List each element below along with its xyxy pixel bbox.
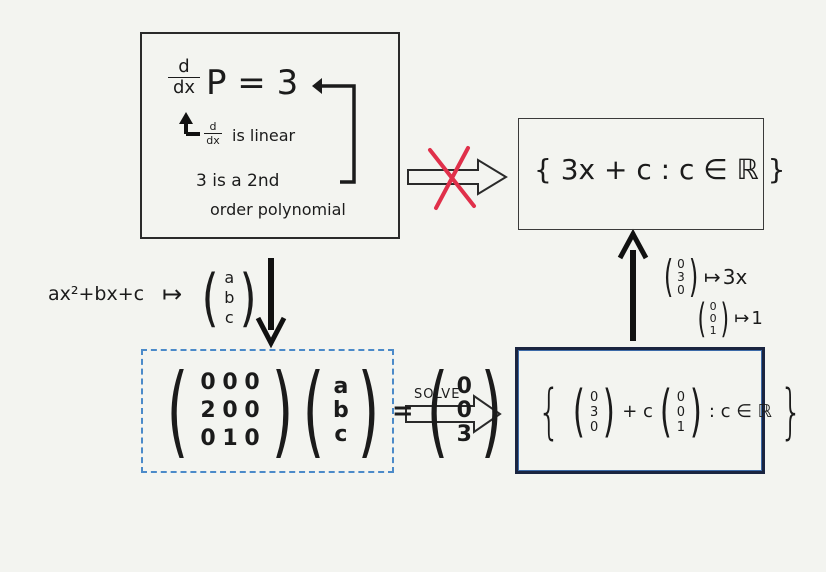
paren-open: ( [201,261,219,334]
equation-rest: P = 3 [206,63,299,103]
matrix-cell: 0 [244,426,260,451]
homogeneous-entry: 1 [676,419,686,435]
note-polynomial-line1: 3 is a 2nd [196,171,280,191]
vector-solution-box [515,347,765,474]
matrix-paren-open: ( [166,352,189,469]
linear-note-arrow-head [179,112,193,124]
plus-c: + c [622,401,653,422]
bracket-arrow [322,84,356,184]
map1-result: 3x [722,265,748,289]
hollow-arrow-crossed [407,158,508,196]
particular-vector: 0 3 0 [590,390,598,435]
map2-result: 1 [751,308,763,329]
particular-entry: 3 [590,404,599,420]
matrix-cell: 0 [222,398,238,423]
note-fraction-bar [204,133,222,134]
unknown-b: b [333,398,349,423]
fraction-bar [168,77,200,78]
maps-to-symbol-left: ↦ [162,280,183,308]
map1-paren-close: ) [688,251,699,302]
set-condition: : c ∈ ℝ [708,401,772,422]
equals-sign: = [391,396,414,426]
coefficient-c: c [224,308,234,327]
map1-entry: 3 [677,269,685,284]
map1-entry: 0 [677,256,685,271]
unknowns-paren-open: ( [302,352,325,469]
map1-vector: 0 3 0 [677,256,685,297]
homogeneous-entry: 0 [676,404,686,420]
matrix-cell: 0 [244,370,260,395]
differentiation-matrix: 0 0 0 2 0 0 0 1 0 [197,372,263,450]
map2-entry: 1 [709,324,717,337]
bracket-arrow-head [312,78,322,94]
matrix-cell: 1 [222,426,238,451]
coefficient-vector-left: ( a b c ) [198,263,261,333]
note-linear: is linear [232,126,296,145]
note-operator-num: d [209,120,217,133]
unknowns-paren-close: ) [357,352,380,469]
rhs-entry: 0 [456,398,472,423]
matrix-cell: 0 [244,398,260,423]
map2-entry: 0 [709,312,717,325]
coefficient-a: a [224,268,235,287]
map2-arrow: ↦ [734,308,750,329]
note-operator-den: dx [206,134,220,147]
matrix-cell: 0 [222,370,238,395]
solve-label: SOLVE [414,387,461,402]
note-operator-fraction: d dx [204,121,222,146]
v2-paren-open: ( [659,379,672,444]
mapping-right-1: ( 0 3 0 ) ↦ 3x [660,252,747,302]
note-polynomial-line2: order polynomial [210,200,346,219]
unknowns-vector: a b c [333,376,349,446]
solution-set-expression: { 3x + c : c ∈ ℝ } [534,153,786,186]
map2-paren-close: ) [720,296,729,342]
homogeneous-vector: 0 0 1 [677,390,685,435]
red-cross [428,146,476,210]
map1-paren-open: ( [663,251,674,302]
rhs-paren-close: ) [480,352,503,469]
coefficient-b: b [224,288,235,307]
unknown-a: a [333,374,349,399]
equation-numerator: d [178,56,190,77]
matrix-cell: 2 [200,398,216,423]
problem-box [140,32,400,239]
v2-paren-close: ) [689,379,702,444]
mapping-right-2: ( 0 0 1 ) ↦ 1 [694,296,763,342]
down-arrow-head [255,316,287,349]
matrix-cell: 0 [200,370,216,395]
v1-paren-close: ) [603,379,616,444]
equation-denominator: dx [172,77,196,98]
hollow-arrow-solve [405,394,502,434]
matrix-equation: ( 0 0 0 2 0 0 0 1 0 ) ( a b c ) = ( 0 0 … [158,352,511,469]
matrix-paren-close: ) [271,352,294,469]
particular-entry: 0 [590,419,599,435]
map1-entry: 0 [677,282,685,297]
unknown-c: c [334,422,348,447]
up-arrow-head [617,228,649,260]
rhs-entry: 0 [456,374,472,399]
vector-solution-set: { ( 0 3 0 ) + c ( 0 0 1 ) : c ∈ ℝ } [530,368,810,456]
set-brace-open: { [537,377,561,447]
map2-vector: 0 0 1 [710,301,717,337]
map1-arrow: ↦ [703,265,721,289]
polynomial-expression: ax²+bx+c [48,283,145,305]
paren-close: ) [239,261,257,334]
rhs-paren-open: ( [426,352,448,469]
map2-entry: 0 [709,300,717,313]
solution-set-box [518,118,764,230]
rhs-vector: 0 0 3 [457,376,472,446]
matrix-equation-box [141,349,394,473]
equation-fraction: d dx [168,58,200,97]
particular-entry: 0 [590,389,599,405]
map2-paren-open: ( [697,296,707,342]
coefficient-column: a b c [224,268,234,328]
matrix-cell: 0 [200,426,216,451]
rhs-entry: 3 [456,422,472,447]
homogeneous-entry: 0 [676,389,686,405]
set-brace-close: } [779,377,803,447]
v1-paren-open: ( [573,379,586,444]
